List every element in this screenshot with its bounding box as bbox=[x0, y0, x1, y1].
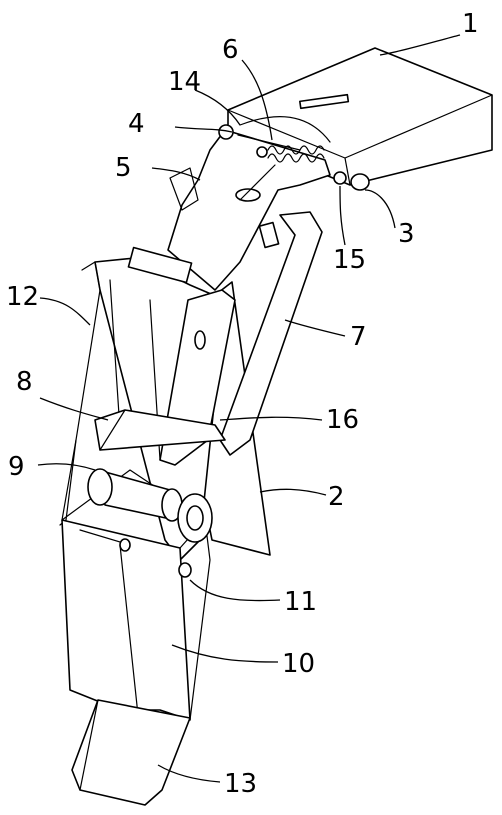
pin-15 bbox=[333, 171, 347, 185]
frame-hole bbox=[194, 330, 206, 350]
coil-spring bbox=[239, 145, 325, 201]
label-9: 9 bbox=[8, 452, 25, 482]
label-15: 15 bbox=[333, 245, 366, 275]
frame-clip bbox=[127, 246, 193, 284]
label-5: 5 bbox=[115, 153, 132, 183]
roller bbox=[87, 468, 183, 522]
hinge-pin-right bbox=[350, 173, 370, 191]
label-8: 8 bbox=[16, 367, 33, 397]
leader-lines bbox=[37, 34, 461, 783]
label-12: 12 bbox=[6, 282, 39, 312]
label-7: 7 bbox=[350, 322, 367, 352]
crossbar bbox=[94, 409, 226, 451]
hook-hole bbox=[235, 188, 261, 202]
label-1: 1 bbox=[462, 9, 479, 39]
label-2: 2 bbox=[328, 482, 345, 512]
link-arm bbox=[219, 211, 323, 456]
base-slot bbox=[299, 93, 350, 110]
pivot-pin bbox=[79, 493, 213, 578]
label-10: 10 bbox=[282, 649, 315, 679]
hook-plate bbox=[167, 129, 331, 291]
label-14: 14 bbox=[168, 67, 201, 97]
label-13: 13 bbox=[224, 769, 257, 799]
label-6: 6 bbox=[222, 35, 239, 65]
label-4: 4 bbox=[128, 109, 145, 139]
label-11: 11 bbox=[284, 587, 317, 617]
hinge-pin-left bbox=[218, 124, 234, 140]
label-3: 3 bbox=[398, 219, 415, 249]
handle-tab bbox=[71, 699, 191, 806]
label-16: 16 bbox=[326, 405, 359, 435]
